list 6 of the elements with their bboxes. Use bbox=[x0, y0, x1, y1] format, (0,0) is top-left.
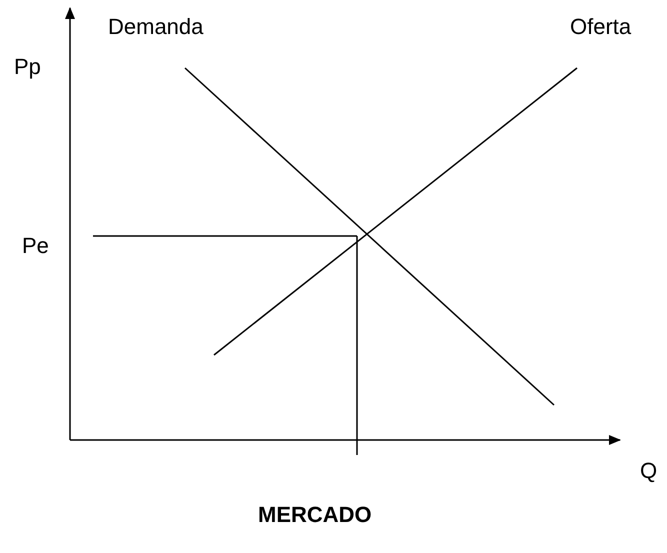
axis-label: Pp bbox=[14, 56, 41, 78]
curve-label: Oferta bbox=[570, 16, 632, 38]
chart-caption: MERCADO bbox=[258, 504, 372, 526]
axis-label: Q bbox=[640, 460, 658, 482]
axis-label: Pe bbox=[22, 235, 49, 257]
curve-label: Demanda bbox=[108, 16, 204, 38]
